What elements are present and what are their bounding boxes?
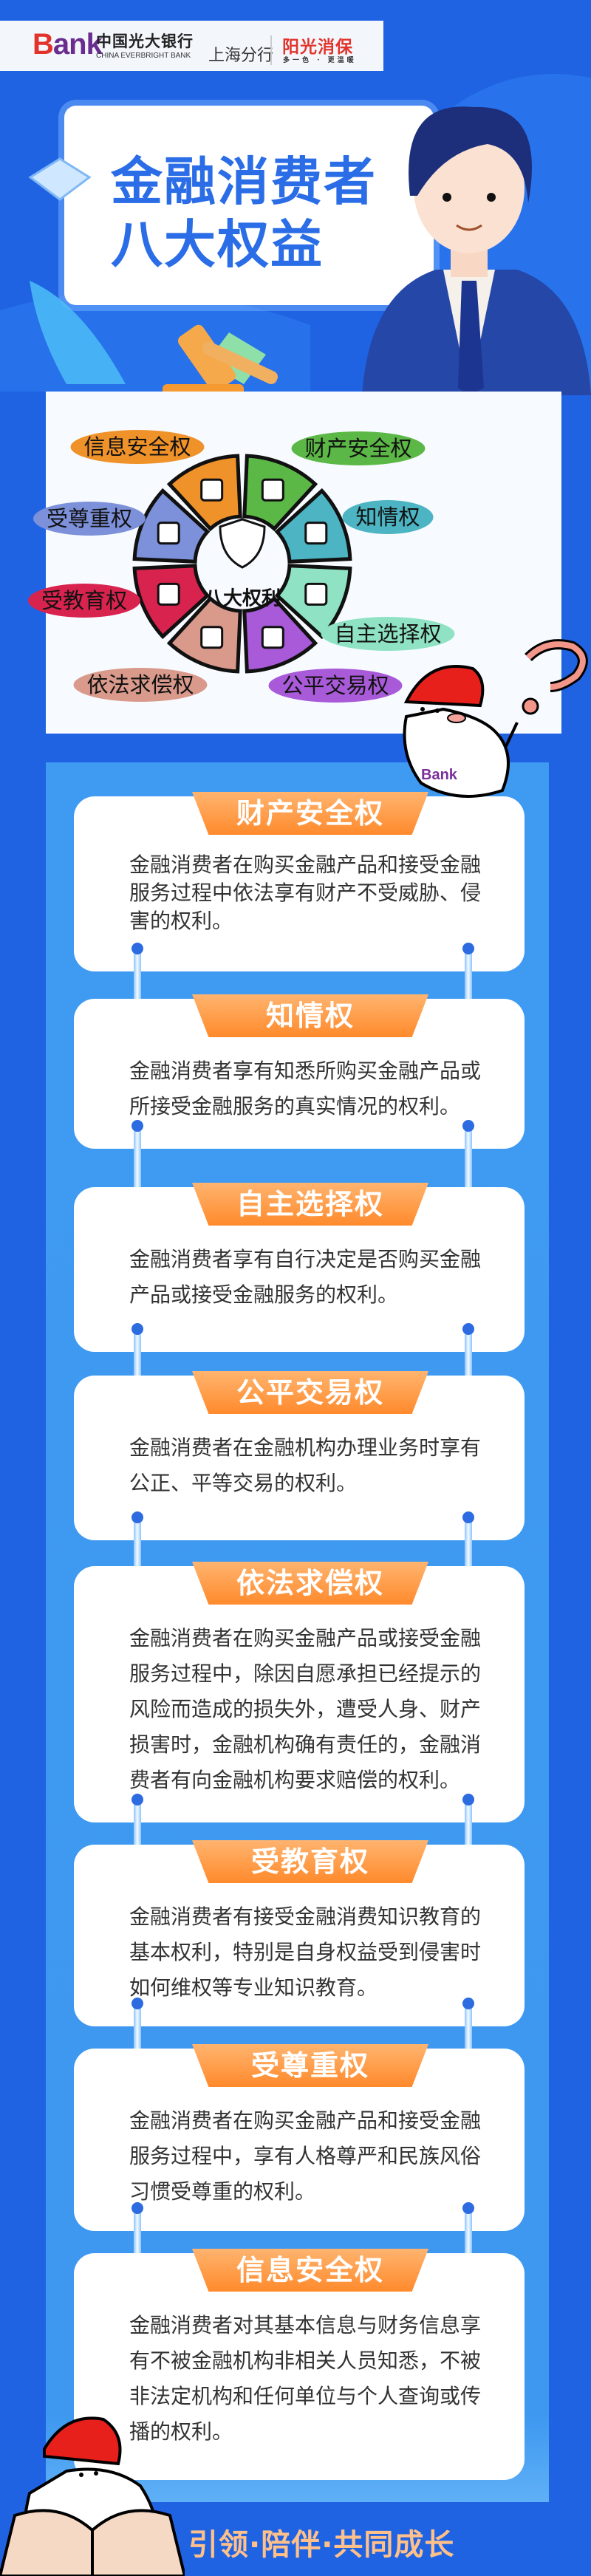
shield-box-icon [261,478,284,502]
scales-icon [261,626,284,649]
mascot-badge: Bank [421,767,458,783]
right-title: 自主选择权 [192,1183,428,1226]
book-icon [28,157,92,201]
bank-name-cn: 中国光大银行 [96,33,194,50]
right-card: 知情权 金融消费者享有知悉所购买金融产品或所接受金融服务的真实情况的权利。 [74,994,525,1149]
header-bar [0,21,383,71]
right-title: 受尊重权 [192,2044,428,2087]
right-title: 依法求偿权 [192,1562,428,1605]
handshake-icon [157,522,180,545]
right-card: 自主选择权 金融消费者享有自行决定是否购买金融产品或接受金融服务的权利。 [74,1183,525,1352]
right-card: 依法求偿权 金融消费者在购买金融产品或接受金融服务过程中，除因自愿承担已经提示的… [74,1562,525,1822]
yes-no-icon [304,582,328,606]
wheel-center-label: 八大权利 [203,587,281,610]
right-description: 金融消费者有接受金融消费知识教育的基本权利，特别是自身权益受到侵害时如何维权等专… [129,1904,482,2000]
wheel-label: 公平交易权 [268,669,403,703]
wheel-label: 受尊重权 [33,502,146,536]
right-card: 受尊重权 金融消费者在购买金融产品和接受金融服务过程中，享有人格尊严和民族风俗习… [74,2044,525,2231]
right-description: 金融消费者对其基本信息与财务信息享有不被金融机构非相关人员知悉，不被非法定机构和… [129,2313,482,2444]
mascot-question: Bank [403,639,588,798]
right-description: 金融消费者在购买金融产品和接受金融服务过程中依法享有财产不受威胁、侵害的权利。 [129,853,482,933]
right-card: 财产安全权 金融消费者在购买金融产品和接受金融服务过程中依法享有财产不受威胁、侵… [74,792,525,971]
right-description: 金融消费者享有知悉所购买金融产品或所接受金融服务的真实情况的权利。 [129,1059,482,1118]
bank-logo: Bank [33,28,103,61]
header-divider [270,35,272,65]
right-card: 信息安全权 金融消费者对其基本信息与财务信息享有不被金融机构非相关人员知悉，不被… [74,2249,525,2480]
wheel-label: 财产安全权 [291,431,426,465]
page-title-line2: 八大权益 [111,214,324,275]
branch-name: 上海分行 [208,47,274,65]
right-description: 金融消费者享有自行决定是否购买金融产品或接受金融服务的权利。 [129,1247,482,1307]
wheel-label: 依法求偿权 [73,668,208,702]
right-description: 金融消费者在购买金融产品或接受金融服务过程中，除因自愿承担已经提示的风险而造成的… [129,1626,482,1792]
wheel-label: 信息安全权 [70,430,205,464]
bank-name-en: CHINA EVERBRIGHT BANK [96,52,191,60]
right-title: 财产安全权 [192,792,428,835]
footer-slogan: 引领·陪伴·共同成长 [188,2528,455,2562]
right-title: 受教育权 [192,1840,428,1883]
campaign-logo: 阳光消保 [282,38,353,57]
right-title: 公平交易权 [192,1371,428,1414]
wheel-label: 知情权 [342,500,434,534]
right-description: 金融消费者在金融机构办理业务时享有公正、平等交易的权利。 [129,1435,482,1495]
businessman-illustration [362,106,591,395]
right-description: 金融消费者在购买金融产品和接受金融服务过程中，享有人格尊严和民族风俗习惯受尊重的… [129,2108,482,2204]
laptop-icon [200,478,224,502]
right-title: 信息安全权 [192,2249,428,2292]
mascot-reading [0,2416,185,2576]
wheel-label: 自主选择权 [321,617,455,651]
document-icon [304,522,328,545]
title-card [64,106,434,305]
book-icon [157,582,180,606]
right-card: 受教育权 金融消费者有接受金融消费知识教育的基本权利，特别是自身权益受到侵害时如… [74,1840,525,2026]
page-title-line1: 金融消费者 [111,151,377,212]
wheel-label: 受教育权 [27,584,141,618]
gavel-icon [200,626,224,649]
right-title: 知情权 [192,994,428,1037]
shield-icon [219,518,266,569]
campaign-slogan: 多一色 · 更温暖 [283,57,357,64]
gavel-icon [30,281,278,392]
right-card: 公平交易权 金融消费者在金融机构办理业务时享有公正、平等交易的权利。 [74,1371,525,1540]
